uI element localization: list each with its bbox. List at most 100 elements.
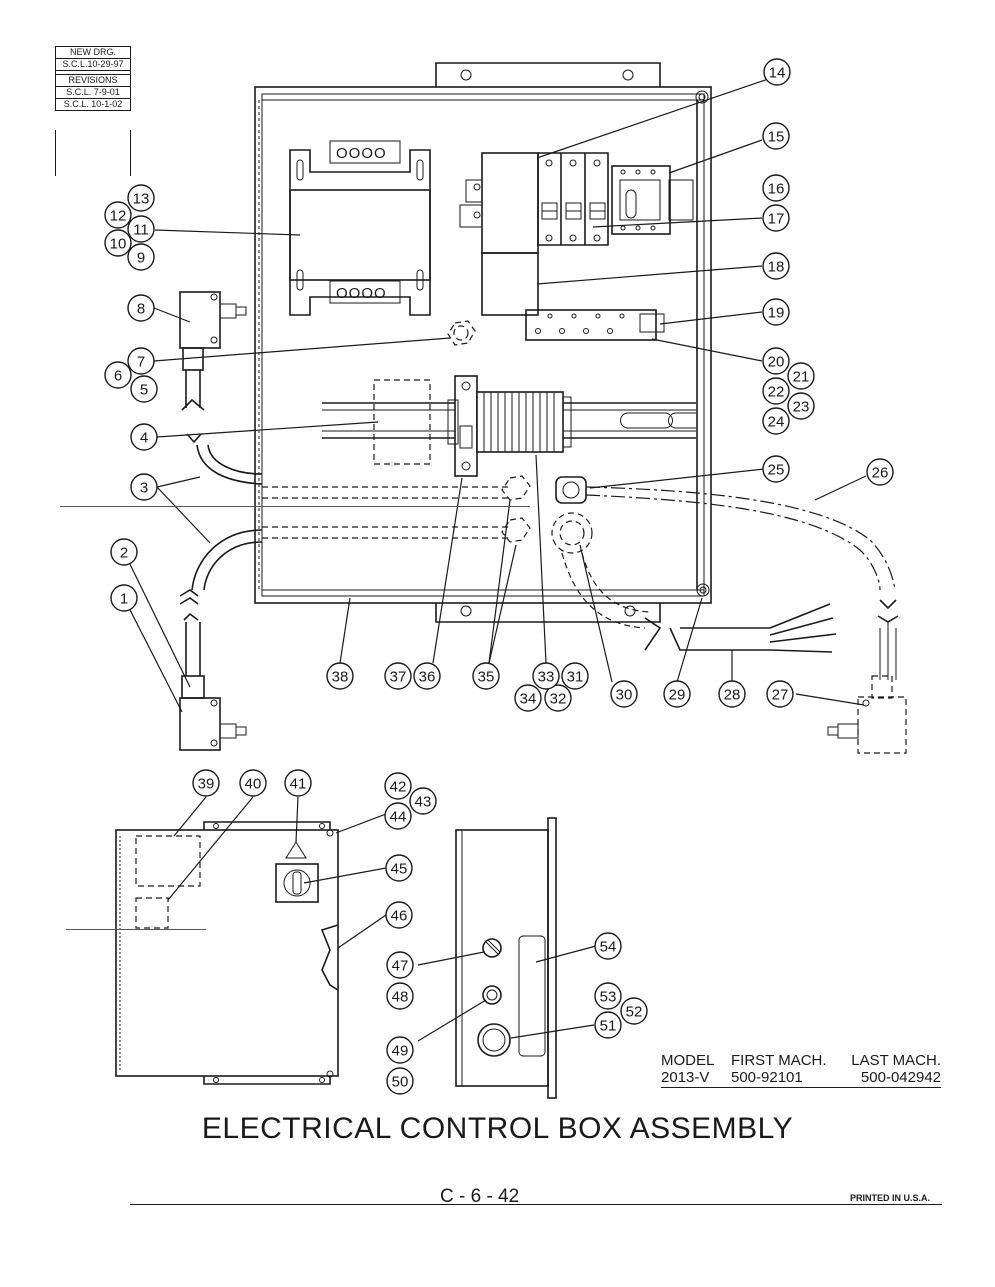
callout-28: 28 [718,680,746,708]
callout-label: 36 [419,669,436,686]
limit-switch-8 [179,291,247,411]
callout-circle [386,1067,414,1095]
callout-label: 11 [133,222,149,239]
callout-circle [472,662,500,690]
callout-circle [385,901,413,929]
callout-circle [762,252,790,280]
callout-label: 40 [245,776,262,793]
callout-17: 17 [762,204,790,232]
callout-26: 26 [866,458,894,486]
callout-circle [104,229,132,257]
external-cable-30 [561,552,837,653]
callout-label: 45 [391,861,408,878]
callout-43: 43 [409,787,437,815]
callout-label: 16 [768,181,785,198]
callout-label: 21 [793,369,810,386]
callout-circle [561,662,589,690]
callout-label: 8 [137,301,145,318]
callout-label: 15 [768,129,785,146]
callout-label: 39 [198,776,215,793]
callout-label: 29 [669,687,686,704]
revision-1: S.C.L. 7-9-01 [56,87,130,99]
callout-label: 26 [872,465,889,482]
dashed-component [373,379,431,465]
callout-circle [763,58,791,86]
callout-41: 41 [284,769,312,797]
callout-circle [127,347,155,375]
callout-29: 29 [663,680,691,708]
revision-block: NEW DRG. S.C.L.10-29-97 REVISIONS S.C.L.… [55,46,131,111]
callout-48: 48 [386,982,414,1010]
callout-label: 47 [392,958,409,975]
callout-circle [104,201,132,229]
cord-grip-small [447,320,476,346]
callout-25: 25 [762,455,790,483]
callout-circle [326,662,354,690]
callout-20: 20 [762,347,790,375]
callout-22: 22 [762,377,790,405]
callout-label: 7 [137,354,145,371]
callout-label: 22 [768,384,785,401]
callout-label: 3 [140,480,148,497]
callout-label: 34 [520,691,537,708]
callout-label: 28 [724,687,741,704]
footer-rule [130,1204,942,1205]
callout-circle [110,538,138,566]
callout-circle [386,982,414,1010]
callout-circle [663,680,691,708]
page-number: C - 6 - 42 [440,1186,520,1207]
callout-37: 37 [384,662,412,690]
callout-circle [762,347,790,375]
callout-circle [718,680,746,708]
contactor [459,152,539,316]
callout-31: 31 [561,662,589,690]
callout-label: 9 [137,250,145,267]
model-value: 2013-V [661,1069,710,1086]
limit-switch-1 [179,612,247,751]
callout-label: 50 [392,1074,409,1091]
callout-54: 54 [594,932,622,960]
callout-label: 4 [140,430,148,447]
callout-27: 27 [766,680,794,708]
callout-label: 5 [140,382,148,399]
callout-label: 18 [768,259,785,276]
callout-circle [384,772,412,800]
callout-32: 32 [544,684,572,712]
cord-grips [501,475,593,554]
callout-21: 21 [787,362,815,390]
main-enclosure [254,62,712,623]
callout-label: 44 [390,809,407,826]
callout-36: 36 [413,662,441,690]
callout-24: 24 [762,407,790,435]
callout-circle [384,662,412,690]
limit-switch-27 [827,675,907,754]
callout-7: 7 [127,347,155,375]
callout-4: 4 [130,423,158,451]
callout-label: 43 [415,794,432,811]
page-title: ELECTRICAL CONTROL BOX ASSEMBLY [201,1112,794,1145]
callout-circle [409,787,437,815]
callout-circle [385,854,413,882]
last-mach-header: LAST MACH. [851,1052,941,1069]
callout-1: 1 [110,584,138,612]
new-drawing-label: NEW DRG. [56,47,130,59]
callout-label: 35 [478,669,495,686]
callout-label: 2 [120,545,128,562]
callout-circle [620,997,648,1025]
callout-13: 13 [127,184,155,212]
terminal-end-stop [447,375,478,477]
callout-label: 37 [390,669,407,686]
callout-53: 53 [594,982,622,1010]
callout-label: 27 [772,687,789,704]
callout-circle [386,951,414,979]
callout-label: 23 [793,399,810,416]
callout-label: 31 [567,669,584,686]
callout-circle [762,122,790,150]
callout-label: 30 [616,687,633,704]
callout-label: 13 [133,191,150,208]
first-mach-header: FIRST MACH. [731,1052,827,1069]
callout-45: 45 [385,854,413,882]
callout-14: 14 [763,58,791,86]
callout-circle [762,204,790,232]
